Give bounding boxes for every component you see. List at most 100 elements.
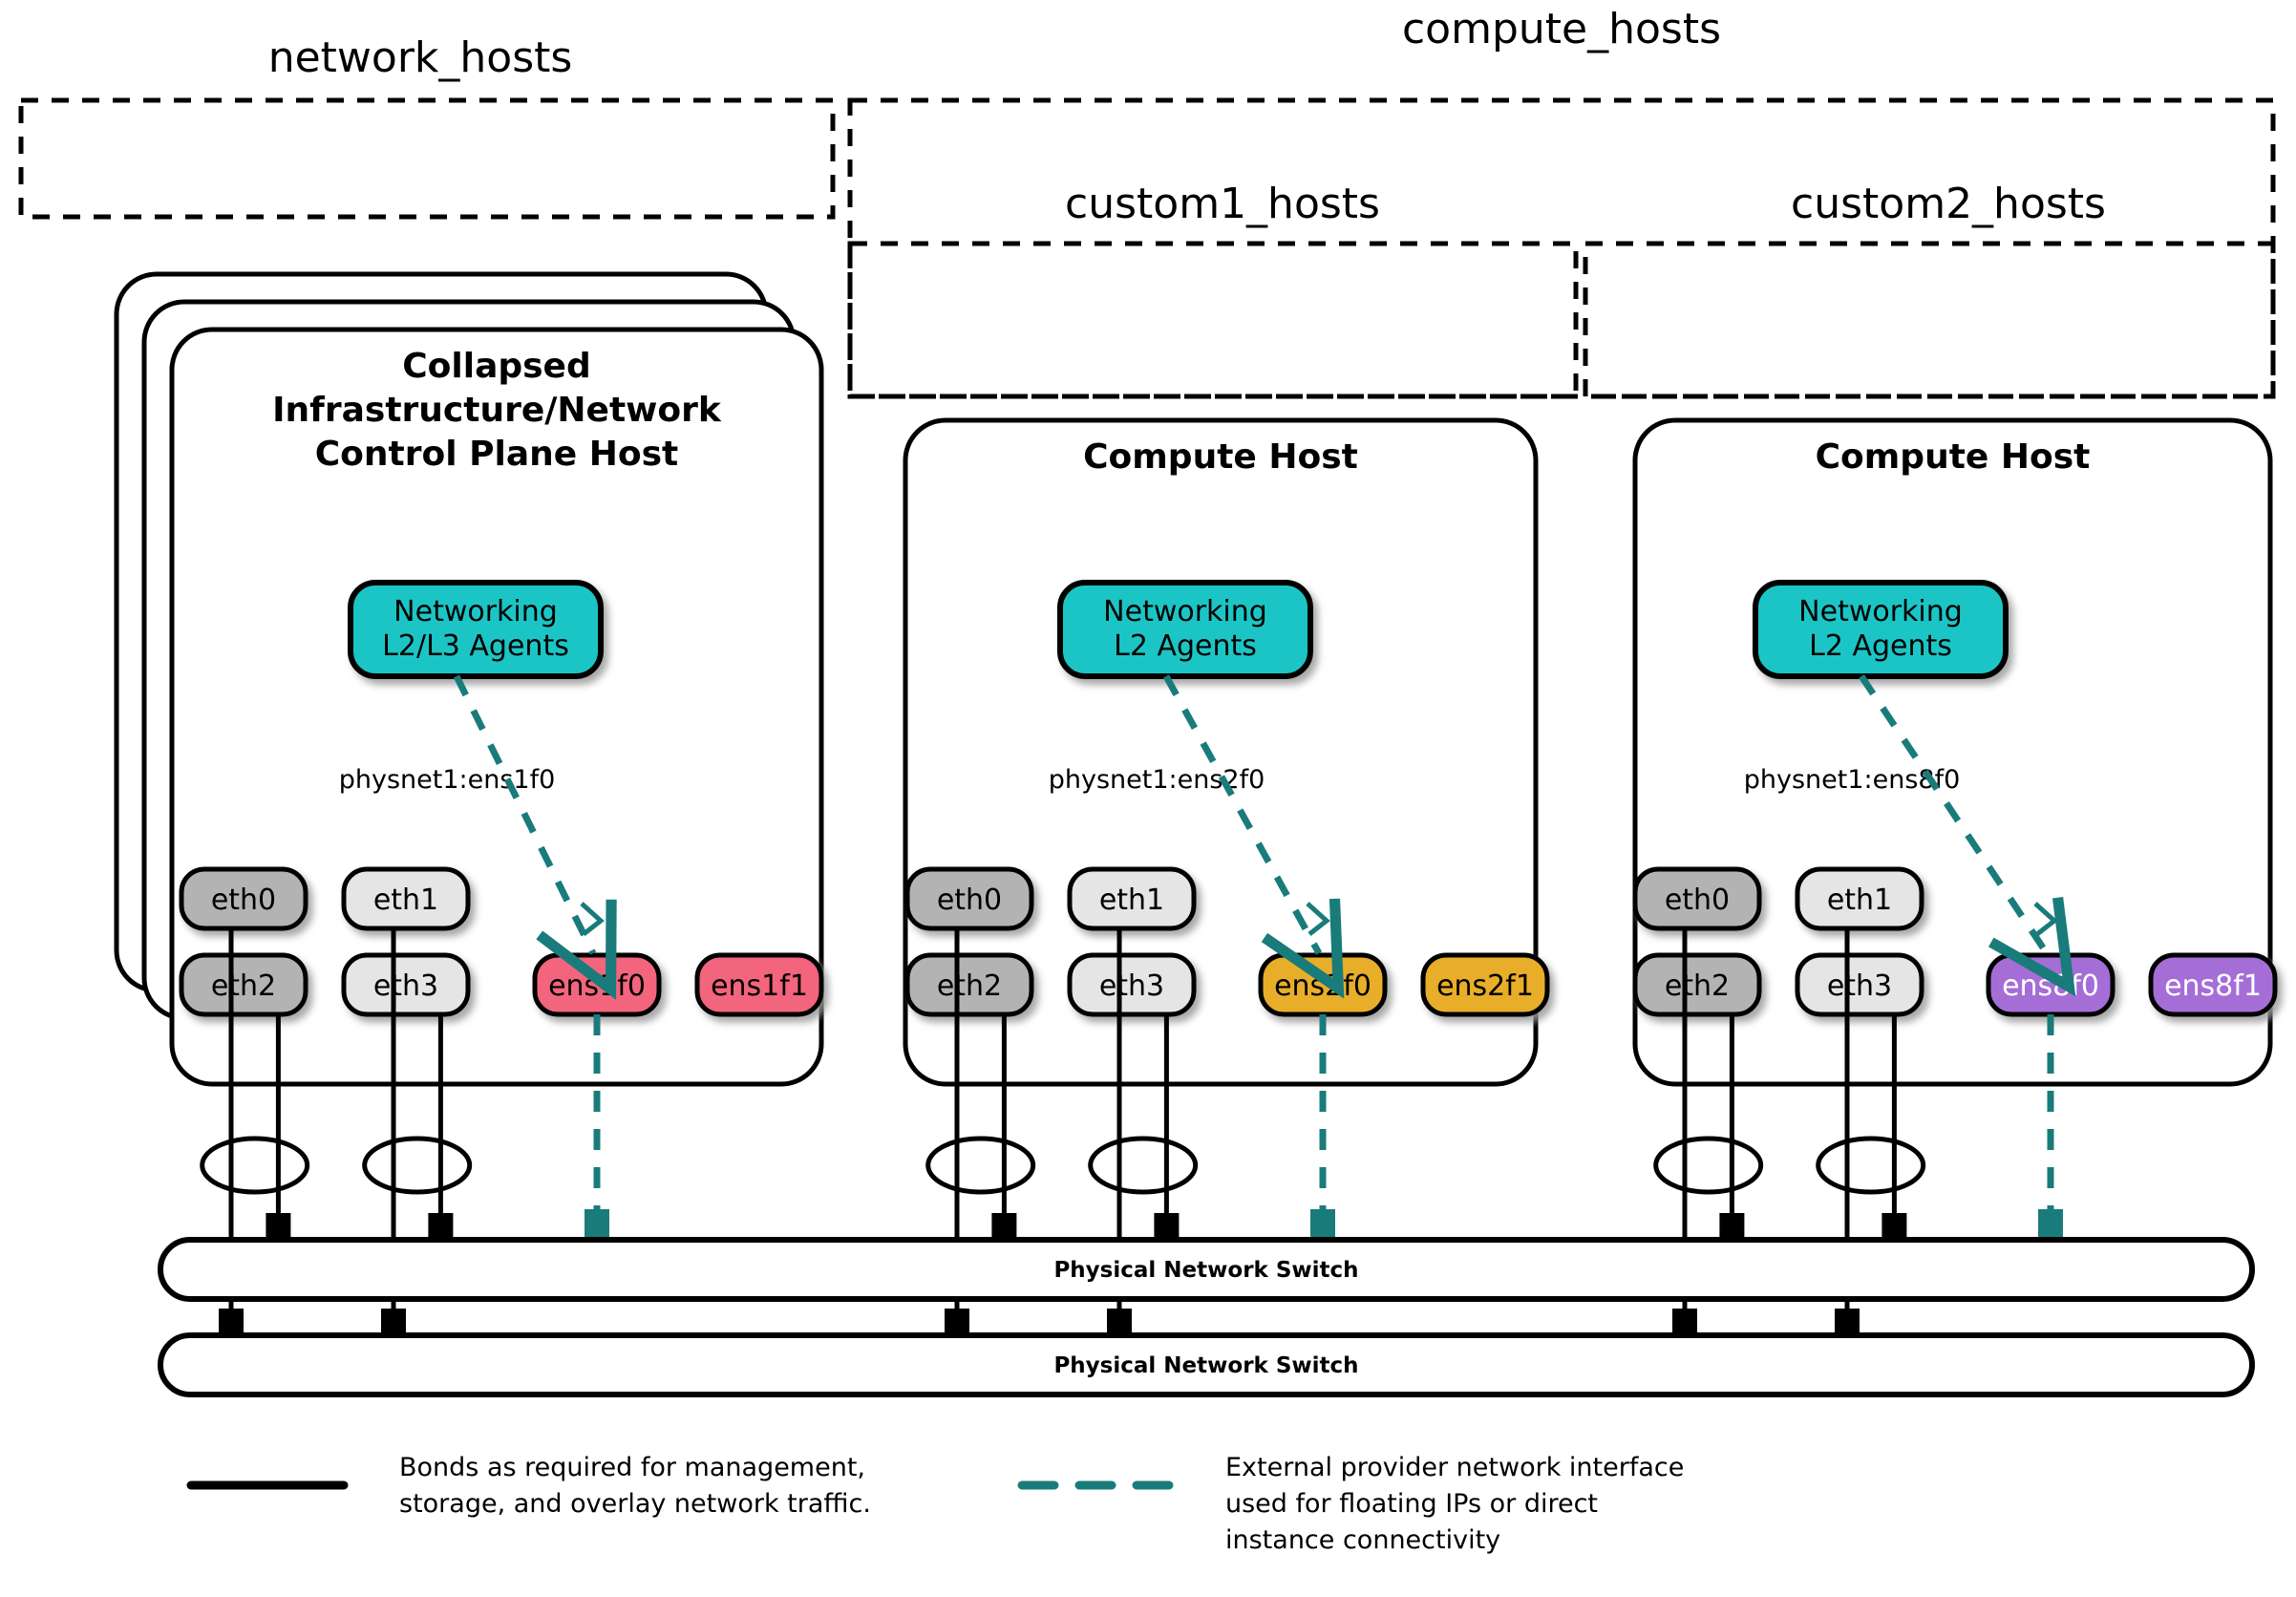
switch-port-bottom-compute-host-custom2-0 bbox=[1672, 1309, 1697, 1335]
nic-compute-host-custom1-eth3: eth3 bbox=[1067, 952, 1197, 1017]
bond-symbol-compute-host-custom2-1 bbox=[1816, 1136, 1926, 1195]
nic-compute-host-custom1-ens2f1-shape bbox=[1420, 952, 1550, 1017]
agent-label-collapsed-infra-network-control-plane-host-line1: L2/L3 Agents bbox=[382, 629, 569, 663]
nic-compute-host-custom2-eth1-shape bbox=[1795, 866, 1924, 931]
host-card-collapsed-infra-network-control-plane-host[interactable] bbox=[169, 327, 824, 1087]
agent-label-compute-host-custom1-line0: Networking bbox=[1103, 595, 1267, 628]
switch-port-top-collapsed-infra-network-control-plane-host-1 bbox=[428, 1213, 454, 1240]
nic-compute-host-custom1-eth1-label: eth1 bbox=[1099, 884, 1164, 917]
nic-compute-host-custom1-eth3-label: eth3 bbox=[1099, 969, 1164, 1003]
switch-port-bottom-compute-host-custom2-1 bbox=[1835, 1309, 1860, 1335]
switch-port-provider-compute-host-custom1 bbox=[1310, 1209, 1335, 1240]
nic-collapsed-infra-network-control-plane-host-eth2-shape bbox=[179, 952, 308, 1017]
provider-link-agent-compute-host-custom2 bbox=[1859, 674, 2076, 997]
agent-label-compute-host-custom2-line1: L2 Agents bbox=[1809, 629, 1952, 663]
nic-compute-host-custom2-eth3-shape bbox=[1795, 952, 1924, 1017]
group-label-compute_hosts: compute_hosts bbox=[1402, 5, 1721, 53]
group-box-custom2_hosts bbox=[1583, 241, 2276, 399]
legend-text-legend-provider-line2: instance connectivity bbox=[1225, 1525, 1500, 1555]
nic-compute-host-custom2-eth3: eth3 bbox=[1795, 952, 1924, 1017]
nic-compute-host-custom2-eth2-shape bbox=[1632, 952, 1762, 1017]
legend-text-legend-bonds-line1: storage, and overlay network traffic. bbox=[399, 1489, 871, 1519]
bond-symbol-compute-host-custom1-1 bbox=[1088, 1136, 1199, 1195]
switch-label-switch-top: Physical Network Switch bbox=[1053, 1258, 1358, 1283]
nic-compute-host-custom1-eth0-shape bbox=[904, 866, 1034, 931]
switch-label-switch-bottom: Physical Network Switch bbox=[1053, 1353, 1358, 1378]
nic-compute-host-custom1-ens2f1-label: ens2f1 bbox=[1436, 969, 1534, 1003]
group-label-custom1_hosts: custom1_hosts bbox=[1065, 180, 1380, 228]
nic-compute-host-custom1-eth1: eth1 bbox=[1067, 866, 1197, 931]
nic-collapsed-infra-network-control-plane-host-eth3-label: eth3 bbox=[373, 969, 438, 1003]
host-title-collapsed-infra-network-control-plane-host-line1: Infrastructure/Network bbox=[272, 391, 722, 430]
group-label-network_hosts: network_hosts bbox=[268, 33, 573, 82]
nic-compute-host-custom2-ens8f1-shape bbox=[2148, 952, 2278, 1017]
host-title-collapsed-infra-network-control-plane-host-line2: Control Plane Host bbox=[315, 435, 678, 474]
nic-compute-host-custom2-eth2-label: eth2 bbox=[1665, 969, 1730, 1003]
legend-text-legend-provider-line0: External provider network interface bbox=[1225, 1453, 1684, 1482]
nic-compute-host-custom2-eth1: eth1 bbox=[1795, 866, 1924, 931]
nic-compute-host-custom2-eth3-label: eth3 bbox=[1827, 969, 1892, 1003]
switch-port-bottom-collapsed-infra-network-control-plane-host-1 bbox=[381, 1309, 406, 1335]
legend-text-legend-provider-line1: used for floating IPs or direct bbox=[1225, 1489, 1598, 1519]
group-box-custom1_hosts bbox=[847, 241, 1579, 399]
switch-port-top-compute-host-custom2-1 bbox=[1881, 1213, 1907, 1240]
nic-collapsed-infra-network-control-plane-host-ens1f1-shape bbox=[694, 952, 824, 1017]
nic-compute-host-custom2-eth2: eth2 bbox=[1632, 952, 1762, 1017]
nic-compute-host-custom1-eth3-shape bbox=[1067, 952, 1197, 1017]
nic-collapsed-infra-network-control-plane-host-eth0-shape bbox=[179, 866, 308, 931]
provider-link-agent-collapsed-infra-network-control-plane-host bbox=[453, 674, 617, 1000]
group-box-network_hosts bbox=[18, 97, 836, 220]
nic-collapsed-infra-network-control-plane-host-eth2: eth2 bbox=[179, 952, 308, 1017]
nic-compute-host-custom2-eth1-label: eth1 bbox=[1827, 884, 1892, 917]
provider-arrow-collapsed-infra-network-control-plane-host bbox=[580, 902, 605, 936]
nic-compute-host-custom1-eth1-shape bbox=[1067, 866, 1197, 931]
nic-compute-host-custom1-eth2-label: eth2 bbox=[937, 969, 1002, 1003]
nic-collapsed-infra-network-control-plane-host-eth0-label: eth0 bbox=[211, 884, 276, 917]
nic-collapsed-infra-network-control-plane-host-ens1f1: ens1f1 bbox=[694, 952, 824, 1017]
provider-link-agent-compute-host-custom1 bbox=[1162, 674, 1345, 999]
group-label-custom2_hosts: custom2_hosts bbox=[1791, 180, 2106, 228]
nic-compute-host-custom2-eth0: eth0 bbox=[1632, 866, 1762, 931]
nic-compute-host-custom1-ens2f0-label: ens2f0 bbox=[1274, 969, 1371, 1003]
nic-compute-host-custom2-eth0-shape bbox=[1632, 866, 1762, 931]
agent-box-compute-host-custom1[interactable] bbox=[1057, 580, 1313, 679]
nic-collapsed-infra-network-control-plane-host-eth1-label: eth1 bbox=[373, 884, 438, 917]
legend-text-legend-bonds-line0: Bonds as required for management, bbox=[399, 1453, 865, 1482]
nic-collapsed-infra-network-control-plane-host-ens1f0: ens1f0 bbox=[532, 952, 662, 1017]
agent-label-collapsed-infra-network-control-plane-host-line0: Networking bbox=[393, 595, 558, 628]
bond-symbol-compute-host-custom2-0 bbox=[1653, 1136, 1764, 1195]
agent-box-compute-host-custom2[interactable] bbox=[1753, 580, 2009, 679]
agent-box-collapsed-infra-network-control-plane-host[interactable] bbox=[348, 580, 604, 679]
physnet-label-compute-host-custom2: physnet1:ens8f0 bbox=[1744, 765, 1961, 795]
switch-port-top-collapsed-infra-network-control-plane-host-0 bbox=[266, 1213, 291, 1240]
switch-port-provider-compute-host-custom2 bbox=[2038, 1209, 2063, 1240]
host-title-collapsed-infra-network-control-plane-host-line0: Collapsed bbox=[402, 347, 591, 386]
bond-symbol-collapsed-infra-network-control-plane-host-1 bbox=[362, 1136, 473, 1195]
host-card-compute-host-custom1[interactable] bbox=[903, 417, 1539, 1087]
group-box-compute_hosts bbox=[847, 97, 2276, 399]
switch-port-top-compute-host-custom2-0 bbox=[1719, 1213, 1745, 1240]
nic-collapsed-infra-network-control-plane-host-ens1f1-label: ens1f1 bbox=[711, 969, 808, 1003]
switch-bar-switch-top[interactable] bbox=[158, 1237, 2255, 1302]
provider-arrow-compute-host-custom2 bbox=[2033, 902, 2058, 936]
switch-port-provider-collapsed-infra-network-control-plane-host bbox=[585, 1209, 609, 1240]
nic-compute-host-custom1-eth2-shape bbox=[904, 952, 1034, 1017]
agent-label-compute-host-custom2-line0: Networking bbox=[1798, 595, 1963, 628]
host-title-compute-host-custom1-line0: Compute Host bbox=[1083, 437, 1358, 477]
switch-port-bottom-compute-host-custom1-1 bbox=[1107, 1309, 1132, 1335]
nic-collapsed-infra-network-control-plane-host-ens1f0-label: ens1f0 bbox=[548, 969, 646, 1003]
nic-compute-host-custom2-ens8f1-label: ens8f1 bbox=[2164, 969, 2262, 1003]
nic-compute-host-custom1-eth0: eth0 bbox=[904, 866, 1034, 931]
switch-bar-switch-bottom[interactable] bbox=[158, 1332, 2255, 1397]
nic-compute-host-custom1-ens2f1: ens2f1 bbox=[1420, 952, 1550, 1017]
nic-compute-host-custom1-eth2: eth2 bbox=[904, 952, 1034, 1017]
nic-compute-host-custom2-ens8f0-label: ens8f0 bbox=[2002, 969, 2099, 1003]
agent-label-compute-host-custom1-line1: L2 Agents bbox=[1114, 629, 1257, 663]
host-title-compute-host-custom2-line0: Compute Host bbox=[1816, 437, 2091, 477]
nic-collapsed-infra-network-control-plane-host-eth1: eth1 bbox=[341, 866, 471, 931]
nic-compute-host-custom2-ens8f1: ens8f1 bbox=[2148, 952, 2278, 1017]
nic-compute-host-custom2-ens8f0: ens8f0 bbox=[1986, 952, 2115, 1017]
nic-compute-host-custom2-eth0-label: eth0 bbox=[1665, 884, 1730, 917]
